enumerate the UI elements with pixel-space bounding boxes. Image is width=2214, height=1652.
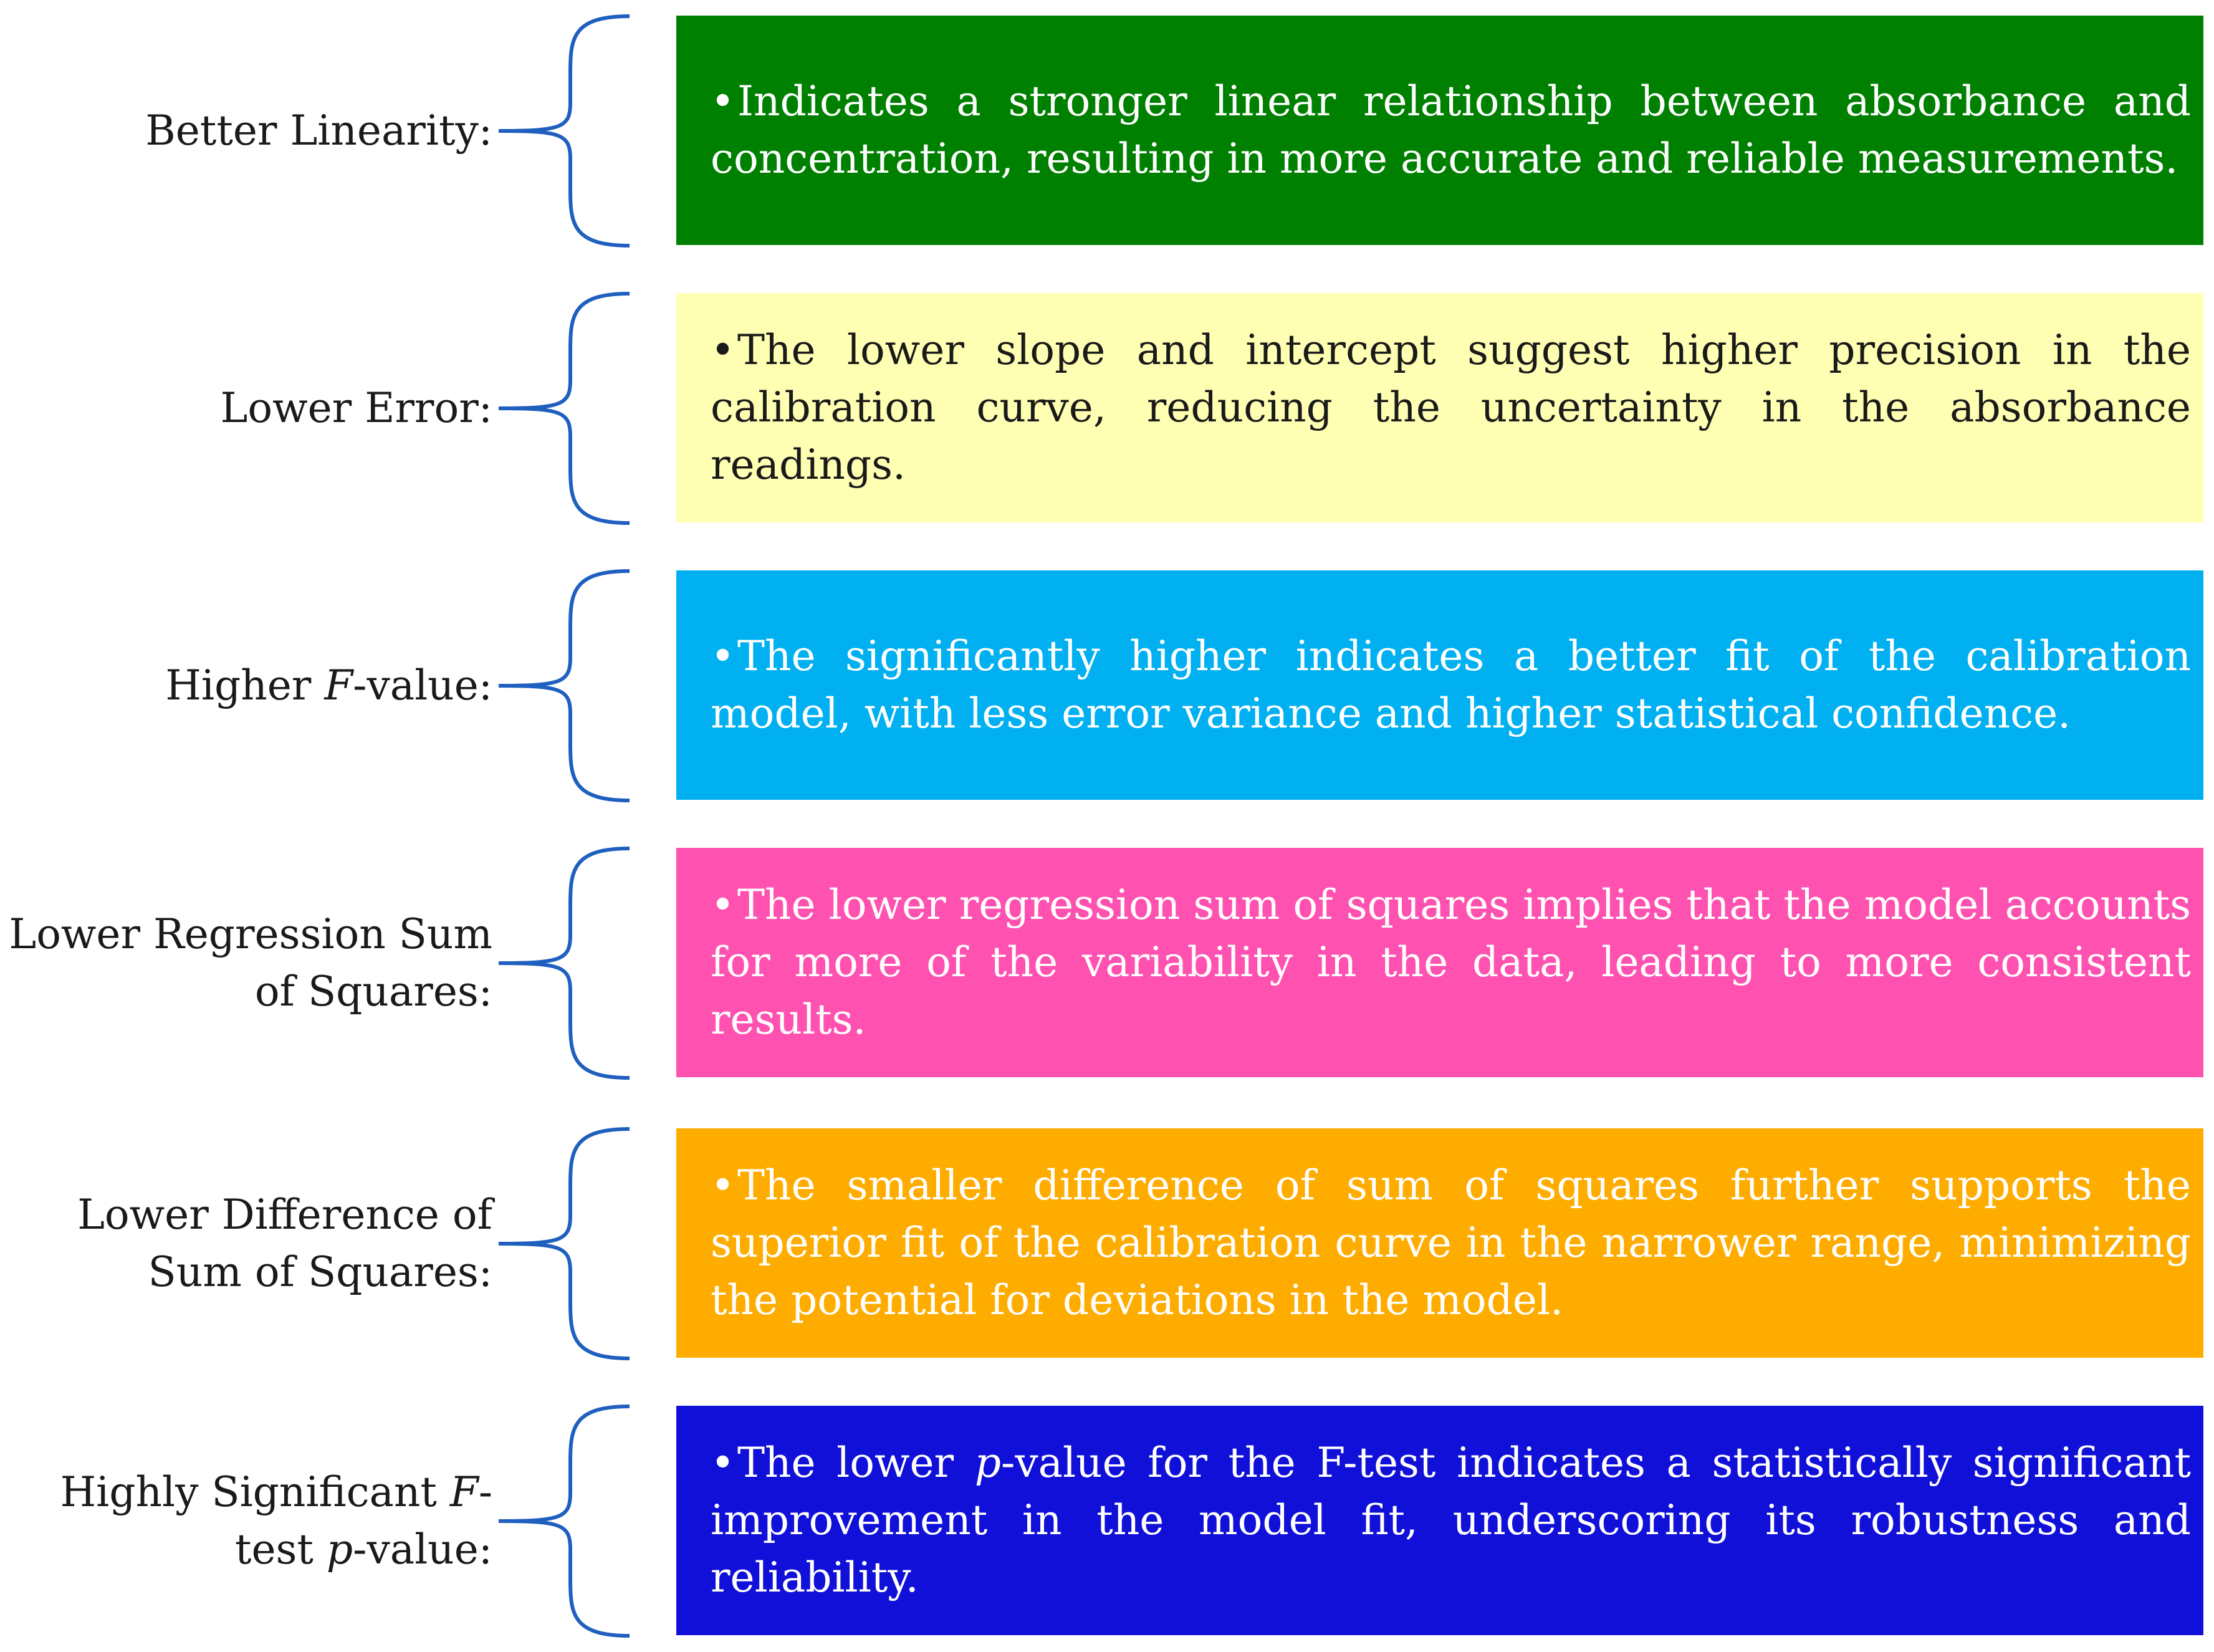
left-brace-icon [498, 1127, 630, 1360]
left-brace-icon [498, 1405, 630, 1638]
row-higher-f-value: Higher F-value: •The significantly highe… [0, 567, 2214, 804]
bullet-icon: • [711, 632, 735, 680]
row-lower-difference-of-sum-of-squares: Lower Difference of Sum of Squares: •The… [0, 1125, 2214, 1362]
bullet-icon: • [711, 326, 735, 374]
label-highly-significant-f-test-p-value: Highly Significant F- test p-value: [60, 1468, 492, 1573]
left-brace-icon [498, 569, 630, 802]
row-lower-error: Lower Error: •The lower slope and interc… [0, 290, 2214, 527]
label-better-linearity: Better Linearity: [145, 107, 492, 155]
description-box-higher-f-value: •The significantly higher indicates a be… [676, 570, 2203, 800]
label-lower-regression-sum-of-squares: Lower Regression Sum of Squares: [9, 910, 492, 1016]
row-highly-significant-f-test-p-value: Highly Significant F- test p-value: •The… [0, 1403, 2214, 1640]
left-brace-icon [498, 847, 630, 1080]
bullet-icon: • [711, 881, 735, 929]
description-box-highly-significant-f-test-p-value: •The lower p-value for the F-test indica… [676, 1406, 2203, 1635]
label-higher-f-value: Higher F-value: [165, 661, 492, 709]
row-lower-regression-sum-of-squares: Lower Regression Sum of Squares: •The lo… [0, 845, 2214, 1082]
bullet-icon: • [711, 1161, 735, 1209]
description-box-better-linearity: •Indicates a stronger linear relationshi… [676, 16, 2203, 245]
label-lower-error: Lower Error: [220, 384, 492, 432]
left-brace-icon [498, 14, 630, 247]
left-brace-icon [498, 292, 630, 525]
row-better-linearity: Better Linearity: •Indicates a stronger … [0, 12, 2214, 249]
description-box-lower-difference-of-sum-of-squares: •The smaller difference of sum of square… [676, 1128, 2203, 1358]
bullet-icon: • [711, 77, 735, 125]
bullet-icon: • [711, 1439, 735, 1487]
description-box-lower-regression-sum-of-squares: •The lower regression sum of squares imp… [676, 848, 2203, 1077]
description-box-lower-error: •The lower slope and intercept suggest h… [676, 293, 2203, 522]
label-lower-difference-of-sum-of-squares: Lower Difference of Sum of Squares: [77, 1191, 492, 1296]
